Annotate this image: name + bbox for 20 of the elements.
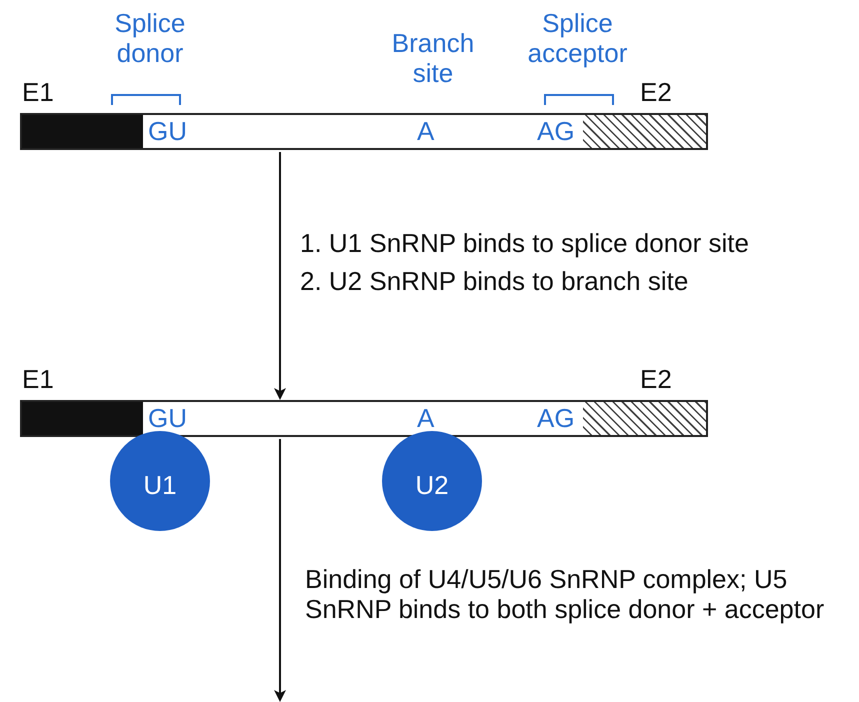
step-text: 2. U2 SnRNP binds to branch site <box>300 266 690 296</box>
nucleotide-label: AG <box>537 403 575 433</box>
step-text: 1. U1 SnRNP binds to splice donor site <box>300 228 750 258</box>
nucleotide-label: GU <box>148 116 187 146</box>
arrow <box>274 439 286 702</box>
nucleotide-label: AG <box>537 116 575 146</box>
region-label: Splice acceptor <box>526 8 628 68</box>
protein-label: U1 <box>142 470 178 501</box>
exon-label: E2 <box>640 364 672 394</box>
step-text: Binding of U4/U5/U6 SnRNP complex; U5 SnRNP binds to both splice donor + acceptor <box>305 564 826 624</box>
region-label: Branch site <box>390 28 476 88</box>
exon-label: E2 <box>640 77 672 107</box>
exon-label: E1 <box>22 77 54 107</box>
nucleotide-label: A <box>417 116 434 146</box>
nucleotide-label: A <box>417 403 434 433</box>
region-label: Splice donor <box>114 8 186 68</box>
arrow <box>274 152 286 400</box>
nucleotide-label: GU <box>148 403 187 433</box>
protein-label: U2 <box>414 470 450 501</box>
exon-label: E1 <box>22 364 54 394</box>
